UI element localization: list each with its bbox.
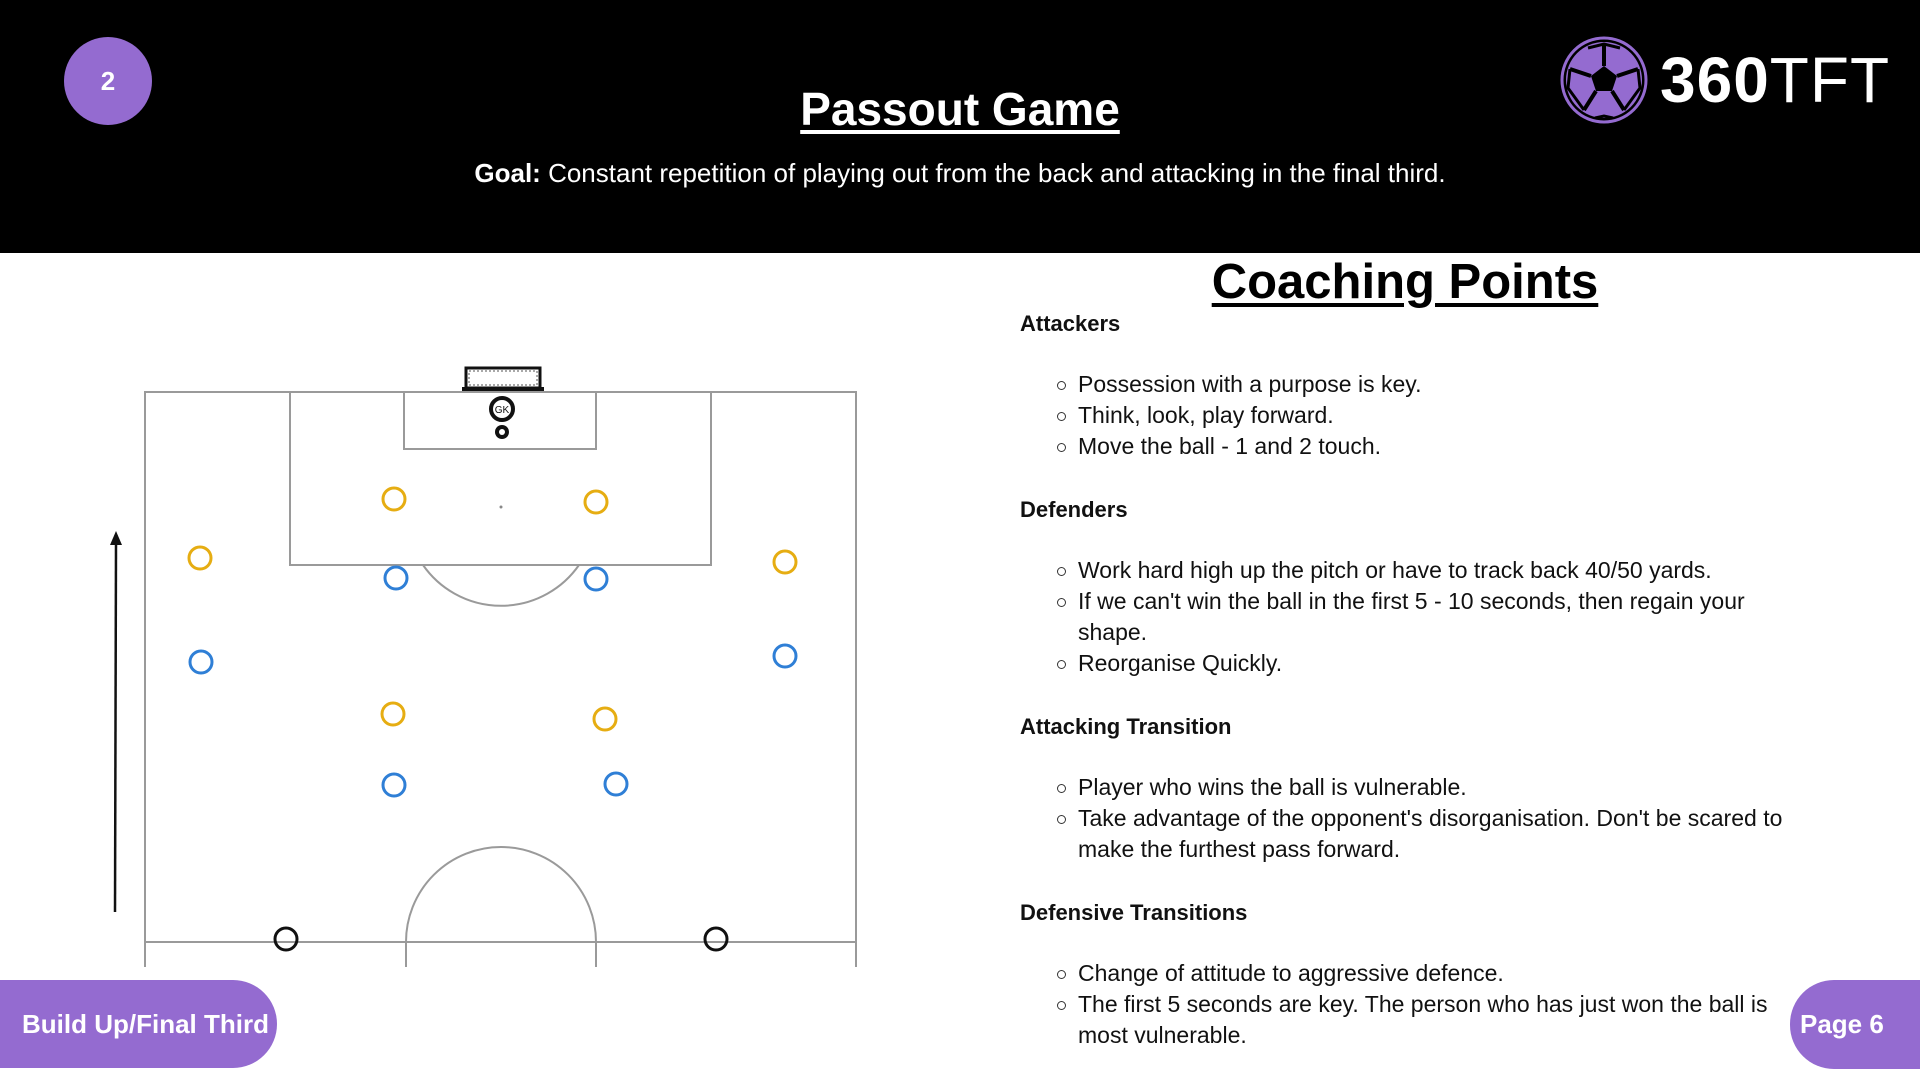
logo-text-bold: 360 (1660, 44, 1770, 116)
goalkeeper-label: GK (495, 405, 510, 416)
blue-player (188, 649, 214, 675)
list-item: The first 5 seconds are key. The person … (1057, 989, 1778, 1051)
pitch-diagram: GK (110, 366, 857, 967)
coaching-points-title: Coaching Points (1211, 255, 1599, 309)
blue-player (583, 566, 609, 592)
soccer-ball-icon (1560, 36, 1648, 124)
pitch-outline (144, 391, 857, 967)
list-item: Reorganise Quickly. (1057, 648, 1818, 679)
list-item: Take advantage of the opponent's disorga… (1057, 803, 1798, 865)
goal-description: Goal: Constant repetition of playing out… (0, 158, 1920, 189)
page-title: Passout Game (800, 83, 1120, 135)
blue-player (772, 643, 798, 669)
section-heading-attacking-transition: Attacking Transition (1020, 714, 1232, 739)
penalty-spot (499, 505, 503, 509)
neutral-player (273, 926, 299, 952)
goal-label: Goal: (474, 158, 541, 188)
list-item: Move the ball - 1 and 2 touch. (1057, 431, 1818, 462)
list-item: Work hard high up the pitch or have to t… (1057, 555, 1818, 586)
penalty-arc (422, 564, 580, 607)
section-heading-defenders: Defenders (1020, 497, 1128, 522)
blue-player (603, 771, 629, 797)
list-item: Possession with a purpose is key. (1057, 369, 1818, 400)
yellow-player (380, 701, 406, 727)
header-bar: 2 Passout Game Goal: Constant repetition… (0, 0, 1920, 253)
yellow-player (381, 486, 407, 512)
ball-icon (495, 425, 509, 439)
goal-text: Constant repetition of playing out from … (540, 158, 1446, 188)
section-heading-attackers: Attackers (1020, 311, 1121, 336)
goal-area (403, 391, 597, 450)
neutral-player (703, 926, 729, 952)
yellow-player (583, 489, 609, 515)
list-item: Change of attitude to aggressive defence… (1057, 958, 1818, 989)
blue-player (383, 565, 409, 591)
list-item: Player who wins the ball is vulnerable. (1057, 772, 1818, 803)
list-item: Think, look, play forward. (1057, 400, 1818, 431)
page-number: Page 6 (1790, 980, 1920, 1069)
blue-player (381, 772, 407, 798)
goal-net (462, 366, 544, 391)
yellow-player (187, 545, 213, 571)
section-heading-defensive-transitions: Defensive Transitions (1020, 900, 1248, 925)
category-label: Build Up/Final Third (0, 980, 277, 1068)
centre-circle (405, 846, 597, 967)
yellow-player (592, 706, 618, 732)
logo: 360TFT (1560, 36, 1890, 124)
logo-text-light: TFT (1769, 44, 1891, 116)
list-item: If we can't win the ball in the first 5 … (1057, 586, 1778, 648)
goalkeeper-icon: GK (489, 396, 515, 422)
yellow-player (772, 549, 798, 575)
direction-arrow-icon (110, 531, 122, 913)
drill-number-badge: 2 (64, 37, 152, 125)
logo-text: 360TFT (1660, 43, 1890, 117)
